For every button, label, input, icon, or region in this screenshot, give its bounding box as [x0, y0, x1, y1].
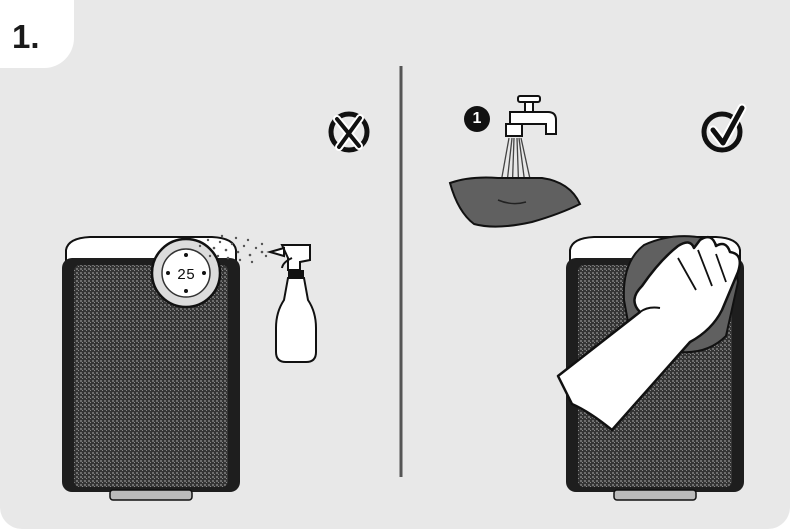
wet-cloth — [450, 178, 580, 227]
purifier-base — [110, 490, 192, 500]
indicator-dot — [184, 253, 188, 257]
control-panel: 25 — [152, 239, 220, 307]
spray-bottle-icon — [270, 245, 316, 362]
indicator-dot — [202, 271, 206, 275]
approved-check-icon — [704, 108, 742, 150]
indicator-dot — [166, 271, 170, 275]
display-reading: 25 — [177, 267, 195, 284]
purifier-base — [614, 490, 696, 500]
substep-badge: 1 — [464, 106, 490, 132]
indicator-dot — [184, 289, 188, 293]
water-tap-icon — [506, 96, 556, 136]
prohibited-x-icon — [331, 114, 367, 150]
